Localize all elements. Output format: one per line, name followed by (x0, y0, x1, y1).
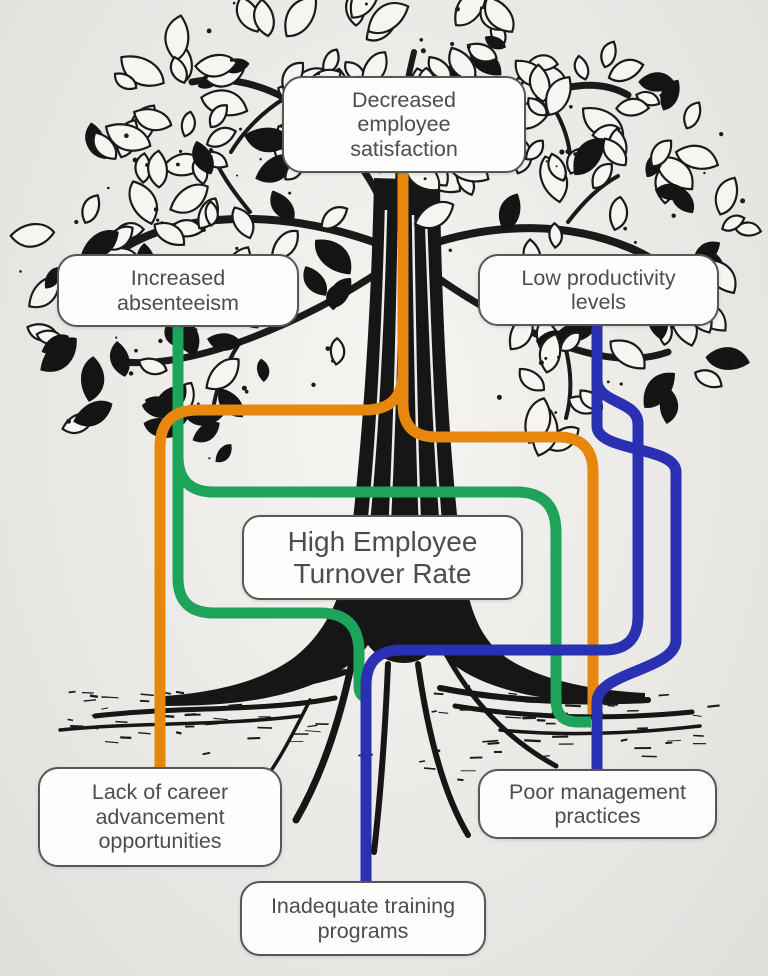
node-decreased-employee-satisfaction: Decreased employee satisfaction (282, 76, 526, 173)
node-label: High Employee Turnover Rate (287, 525, 478, 589)
node-label: Increased absenteeism (117, 266, 239, 315)
node-label: Lack of career advancement opportunities (91, 780, 229, 854)
connector-orange-satisfaction-to-poor-management (397, 368, 599, 714)
connector-blue-productivity-to-poor-management (591, 324, 682, 774)
node-increased-absenteeism: Increased absenteeism (57, 254, 299, 327)
node-high-employee-turnover-rate: High Employee Turnover Rate (242, 515, 523, 600)
connector-blue-productivity-to-inadequate-training (360, 324, 644, 884)
node-poor-management-practices: Poor management practices (478, 769, 717, 839)
node-label: Decreased employee satisfaction (350, 87, 458, 161)
node-low-productivity-levels: Low productivity levels (478, 254, 719, 326)
connector-green-absenteeism-to-inadequate-training (172, 450, 369, 704)
connectors (154, 172, 682, 884)
connector-green-absenteeism-to-poor-management (172, 324, 591, 728)
node-label: Poor management practices (509, 779, 686, 829)
node-lack-of-career-advancement-opportunities: Lack of career advancement opportunities (38, 767, 282, 867)
node-inadequate-training-programs: Inadequate training programs (240, 881, 486, 956)
node-label: Low productivity levels (521, 265, 676, 315)
node-label: Inadequate training programs (270, 894, 456, 943)
